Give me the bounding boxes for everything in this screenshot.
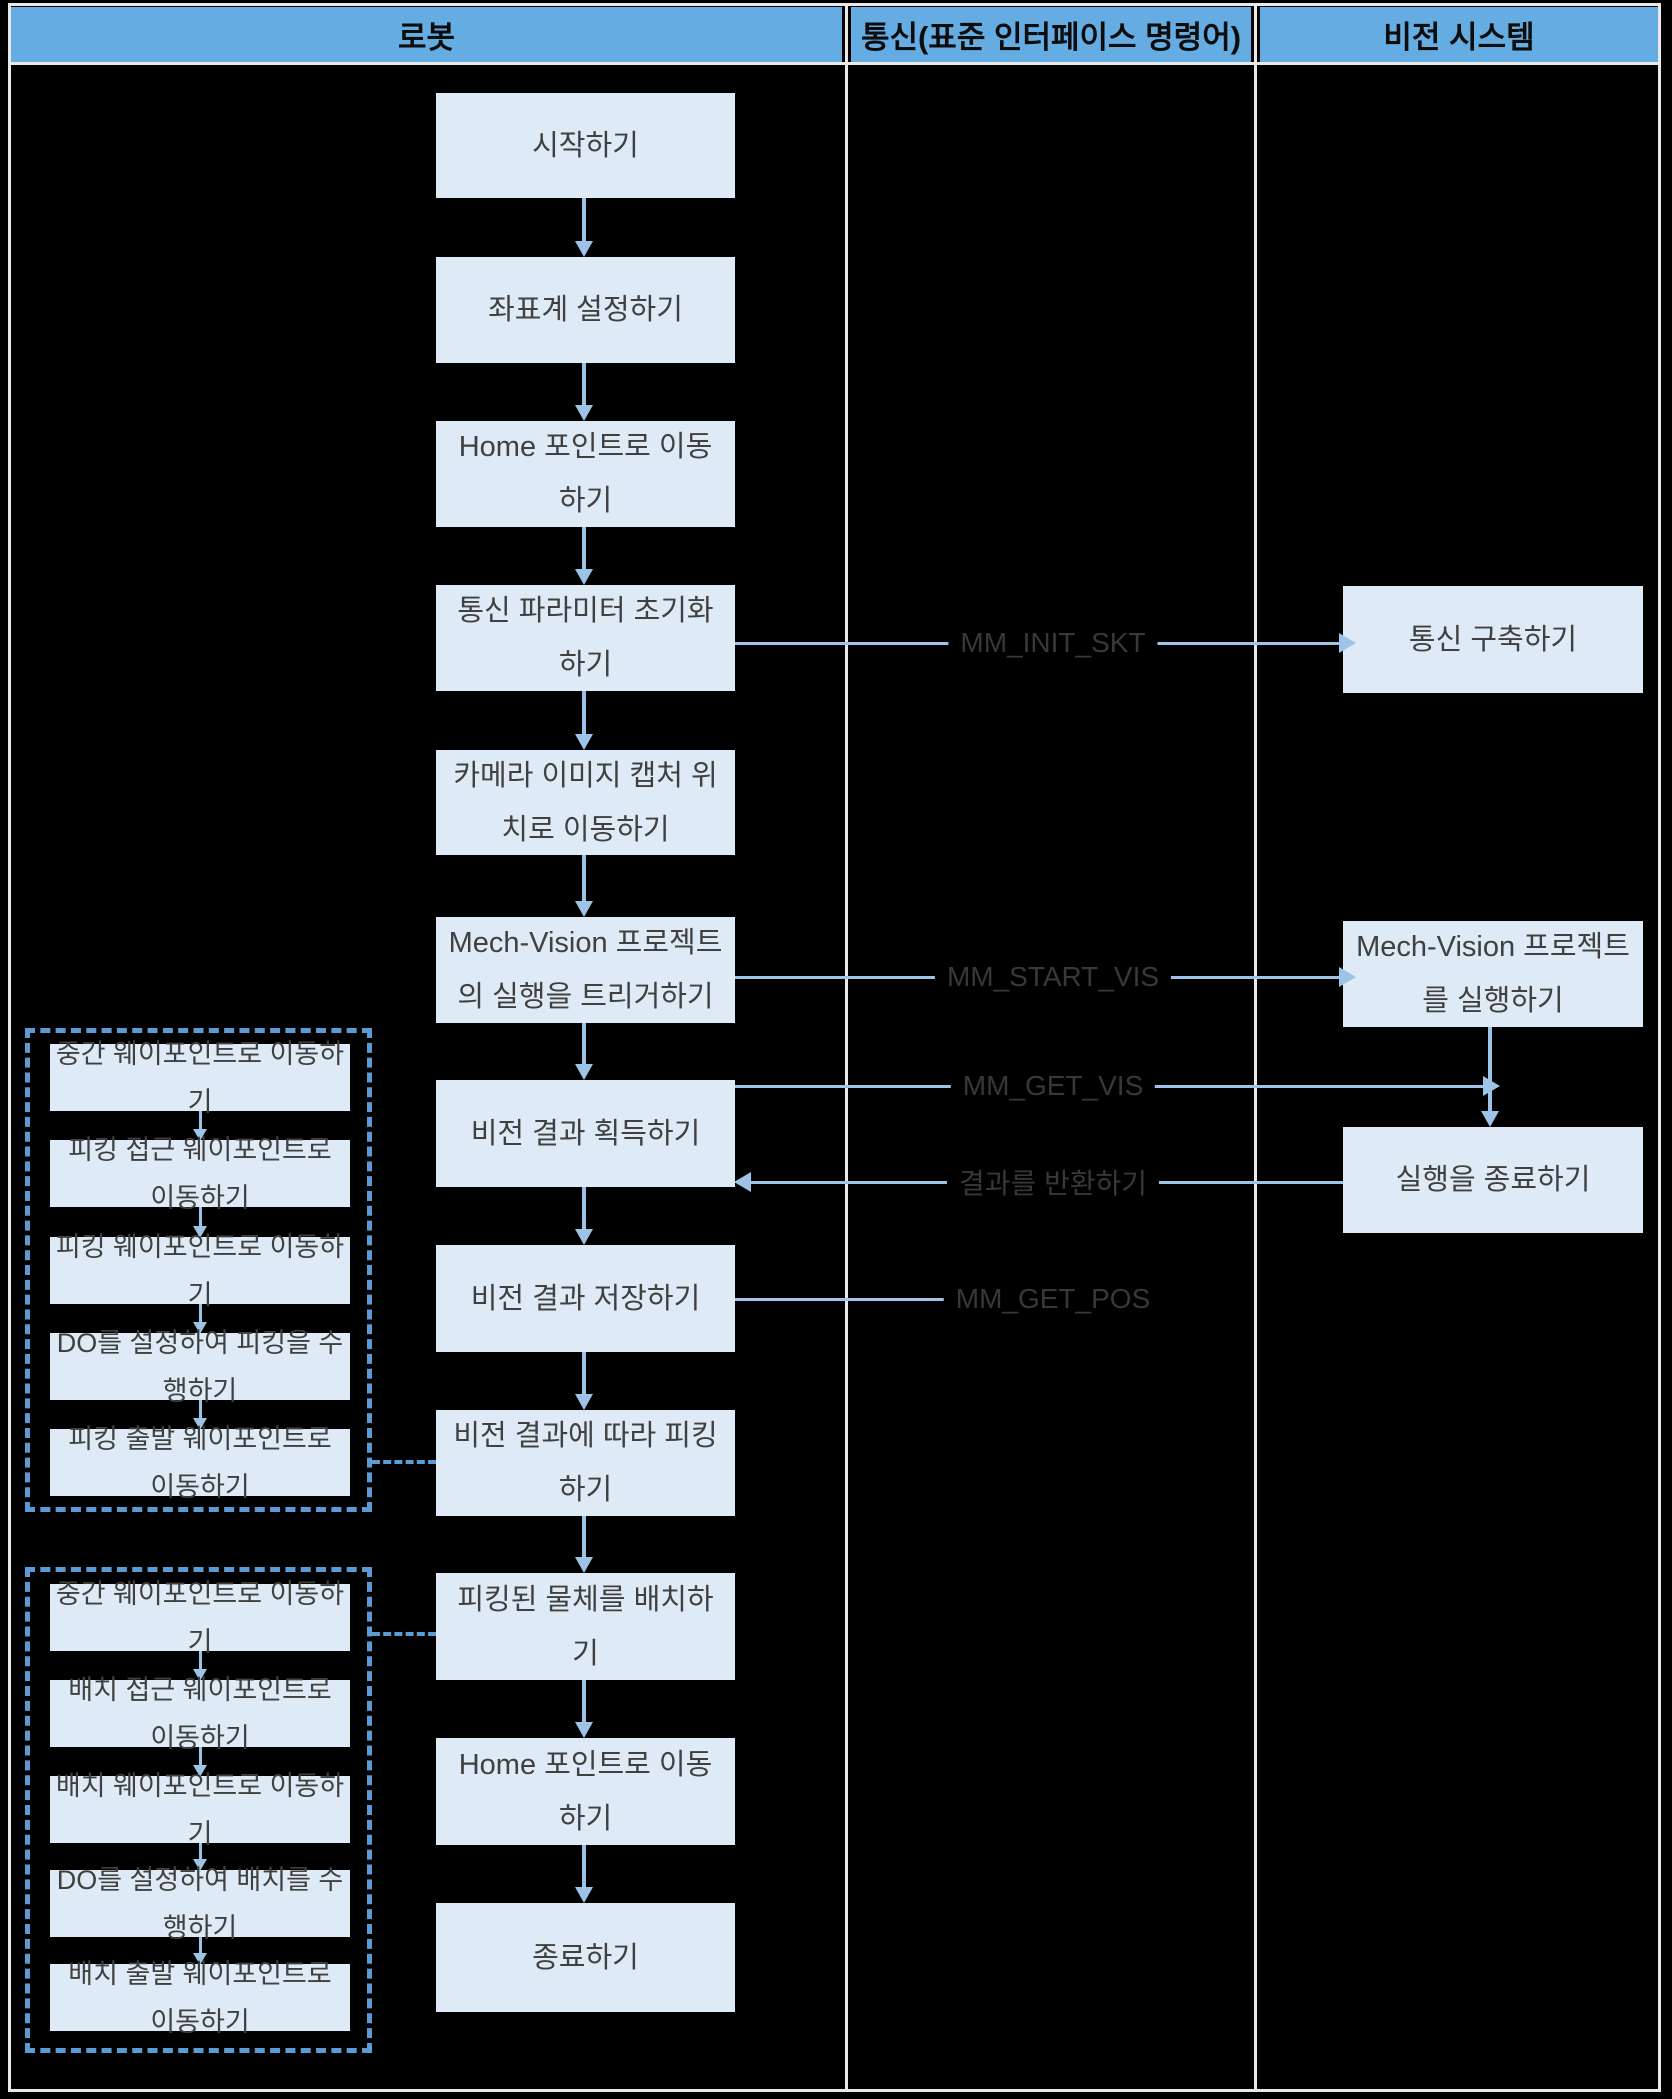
flow-arrow-head-down-icon (575, 569, 593, 585)
waypoint-step-box: 중간 웨이포인트로 이동하기 (50, 1579, 350, 1657)
waypoint-step-box: 중간 웨이포인트로 이동하기 (50, 1039, 350, 1117)
flow-arrow-line (582, 1187, 586, 1231)
robot-step-box: 종료하기 (436, 1903, 735, 2012)
robot-step-box: 카메라 이미지 캡처 위치로 이동하기 (436, 750, 735, 855)
flow-arrow-line (582, 1516, 586, 1559)
robot-step-box: 비전 결과 저장하기 (436, 1245, 735, 1352)
lane-header-robot: 로봇 (11, 7, 842, 62)
placing-waypoints-group (25, 1567, 372, 2053)
message-label: MM_START_VIS (934, 958, 1172, 996)
lane-header-vision: 비전 시스템 (1260, 7, 1658, 62)
message-arrowhead-left-icon (734, 1172, 751, 1192)
waypoint-arrow-head-down-icon (193, 1322, 207, 1334)
flow-arrow-line (582, 1680, 586, 1724)
waypoint-arrow-line (199, 1651, 202, 1671)
waypoint-arrow-line (199, 1937, 202, 1955)
waypoint-arrow-head-down-icon (193, 1669, 207, 1681)
table-border (8, 3, 1661, 2092)
robot-step-box: 피킹된 물체를 배치하기 (436, 1573, 735, 1680)
waypoint-arrow-head-down-icon (193, 1129, 207, 1141)
flow-arrow-line (582, 1845, 586, 1889)
waypoint-arrow-line (199, 1111, 202, 1131)
flow-arrow-head-down-icon (575, 734, 593, 750)
vision-step-box: 통신 구축하기 (1343, 586, 1643, 693)
waypoint-arrow-head-down-icon (193, 1765, 207, 1777)
group-connector-dashed-line (372, 1632, 436, 1636)
robot-step-box: 시작하기 (436, 93, 735, 198)
flow-arrow-line (582, 198, 586, 243)
flow-arrow-line (582, 691, 586, 736)
flow-arrow-line (582, 855, 586, 903)
lane-divider (845, 3, 848, 2092)
waypoint-step-box: DO를 설정하여 피킹을 수행하기 (50, 1328, 350, 1406)
flow-arrow-head-down-icon (575, 1229, 593, 1245)
waypoint-arrow-line (199, 1400, 202, 1420)
header-bottom-line (8, 62, 1661, 65)
flow-arrow-head-down-icon (575, 1722, 593, 1738)
group-connector-dashed-line (372, 1460, 436, 1464)
message-label: 결과를 반환하기 (946, 1159, 1160, 1205)
waypoint-arrow-line (199, 1304, 202, 1324)
flow-arrow-head-down-icon (575, 241, 593, 257)
flow-arrow-head-down-icon (575, 405, 593, 421)
flow-arrow-head-down-icon (575, 901, 593, 917)
robot-step-box: Home 포인트로 이동하기 (436, 421, 735, 527)
waypoint-step-box: 배치 출발 웨이포인트로 이동하기 (50, 1959, 350, 2037)
message-label: MM_GET_VIS (950, 1067, 1156, 1105)
waypoint-arrow-line (199, 1843, 202, 1861)
robot-step-box: 비전 결과 획득하기 (436, 1080, 735, 1187)
robot-step-box: Home 포인트로 이동하기 (436, 1738, 735, 1845)
robot-step-box: 통신 파라미터 초기화하기 (436, 585, 735, 691)
waypoint-step-box: 배치 접근 웨이포인트로 이동하기 (50, 1675, 350, 1753)
waypoint-arrow-head-down-icon (193, 1226, 207, 1238)
flow-arrow-head-down-icon (575, 1394, 593, 1410)
waypoint-arrow-line (199, 1207, 202, 1228)
lane-header-communication: 통신(표준 인터페이스 명령어) (851, 7, 1251, 62)
vision-step-box: 실행을 종료하기 (1343, 1127, 1643, 1233)
robot-step-box: 비전 결과에 따라 피킹하기 (436, 1410, 735, 1516)
lane-divider (1254, 3, 1257, 2092)
waypoint-step-box: DO를 설정하여 배치를 수행하기 (50, 1865, 350, 1943)
flow-arrow-line (582, 1023, 586, 1066)
waypoint-step-box: 배치 웨이포인트로 이동하기 (50, 1771, 350, 1849)
waypoint-step-box: 피킹 웨이포인트로 이동하기 (50, 1232, 350, 1310)
message-line (735, 1298, 1050, 1301)
waypoint-step-box: 피킹 출발 웨이포인트로 이동하기 (50, 1424, 350, 1502)
robot-step-box: Mech-Vision 프로젝트의 실행을 트리거하기 (436, 917, 735, 1023)
waypoint-step-box: 피킹 접근 웨이포인트로 이동하기 (50, 1135, 350, 1213)
vision-flow-arrow-line (1488, 1027, 1492, 1113)
waypoint-arrow-head-down-icon (193, 1953, 207, 1965)
flow-arrow-line (582, 1352, 586, 1396)
vision-step-box: Mech-Vision 프로젝트를 실행하기 (1343, 921, 1643, 1027)
message-label: MM_INIT_SKT (948, 624, 1158, 662)
waypoint-arrow-head-down-icon (193, 1859, 207, 1871)
waypoint-arrow-line (199, 1747, 202, 1767)
message-arrowhead-right-icon (1339, 633, 1356, 653)
waypoint-arrow-head-down-icon (193, 1418, 207, 1430)
flow-arrow-head-down-icon (575, 1557, 593, 1573)
flow-arrow-head-down-icon (575, 1064, 593, 1080)
flow-arrow-line (582, 363, 586, 407)
flow-arrow-head-down-icon (575, 1887, 593, 1903)
message-arrowhead-right-icon (1483, 1076, 1500, 1096)
robot-step-box: 좌표계 설정하기 (436, 257, 735, 363)
picking-waypoints-group (25, 1028, 372, 1512)
message-arrowhead-right-icon (1339, 967, 1356, 987)
message-label: MM_GET_POS (943, 1280, 1163, 1318)
flow-arrow-line (582, 527, 586, 571)
vision-flow-arrow-head-down-icon (1481, 1111, 1499, 1127)
